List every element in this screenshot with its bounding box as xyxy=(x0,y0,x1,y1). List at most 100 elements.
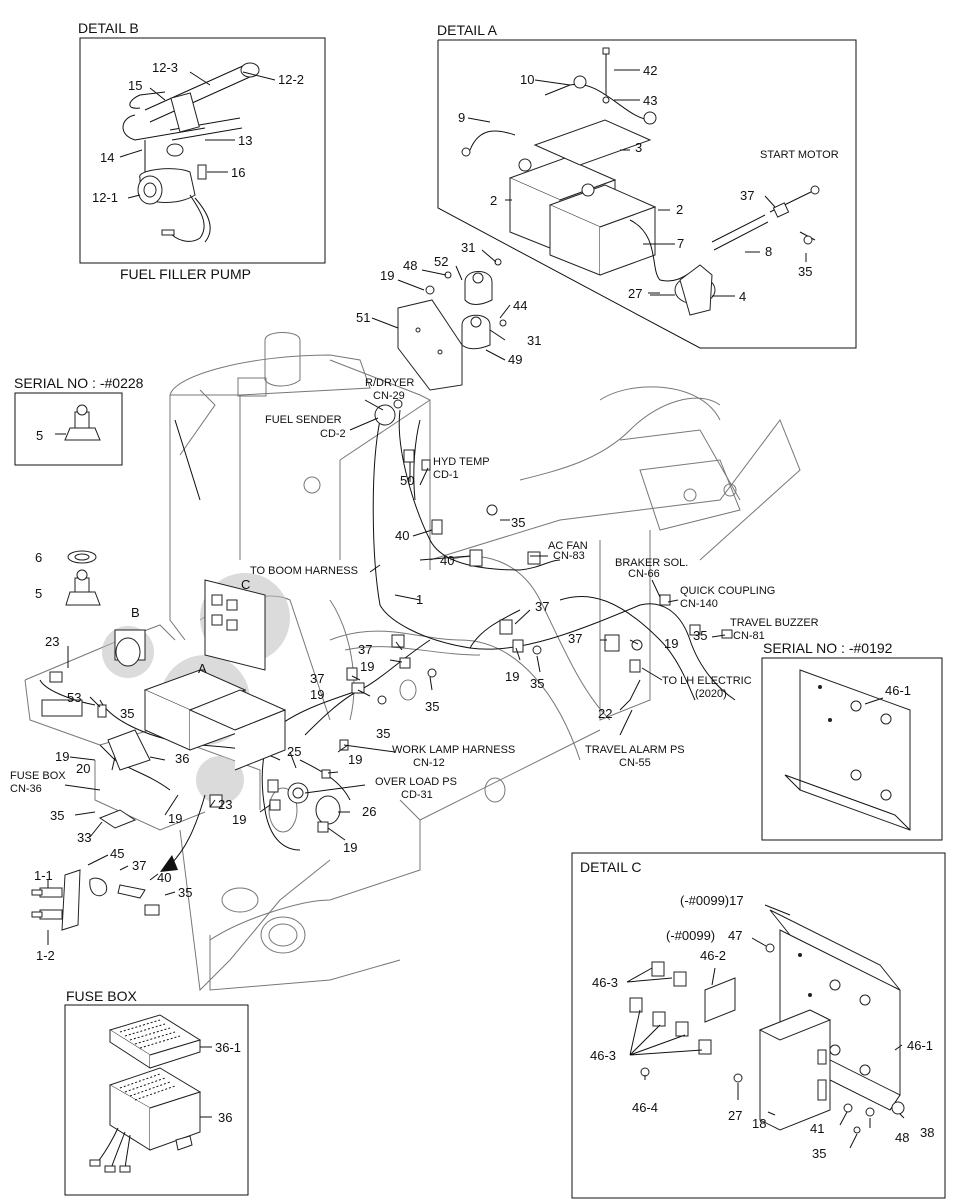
fuse-box-drawing xyxy=(89,1014,212,1173)
callout-25: 25 xyxy=(287,744,301,759)
callout-52: 52 xyxy=(434,254,448,269)
callout-37-e: 37 xyxy=(310,671,324,686)
callout-43: 43 xyxy=(643,93,657,108)
callout-19-g: 19 xyxy=(232,812,246,827)
callout-18: 18 xyxy=(752,1116,766,1131)
callout-27-c: 27 xyxy=(728,1108,742,1123)
callout-19-c: 19 xyxy=(664,636,678,651)
callout-40-c: 40 xyxy=(157,870,171,885)
detail-c-title: DETAIL C xyxy=(580,859,641,875)
callout-19-d: 19 xyxy=(505,669,519,684)
detail-c-drawing xyxy=(629,909,905,1134)
detail-c-leaders xyxy=(626,904,905,1149)
rdryer-label: R/DRYER xyxy=(365,377,414,389)
callout-33: 33 xyxy=(77,830,91,845)
callout-35-c2: 35 xyxy=(812,1146,826,1161)
detail-letter-a: A xyxy=(198,661,207,676)
callout-14: 14 xyxy=(100,150,114,165)
callout-40-a: 40 xyxy=(395,528,409,543)
detail-b-frame: DETAIL B FUEL FILLER PUMP xyxy=(78,20,326,282)
serial-0192-frame: SERIAL NO : -#0192 xyxy=(761,640,943,841)
serial-0228-title: SERIAL NO : -#0228 xyxy=(14,375,144,391)
callout-3: 3 xyxy=(635,140,642,155)
hyd-temp-code: CD-1 xyxy=(433,469,459,481)
callout-22: 22 xyxy=(598,706,612,721)
callout-31-a: 31 xyxy=(461,240,475,255)
callout-4: 4 xyxy=(739,289,746,304)
fuse-box-frame: FUSE BOX xyxy=(64,988,249,1196)
callout-c17: (-#0099)17 xyxy=(680,893,744,908)
detail-a-title: DETAIL A xyxy=(437,22,498,38)
callout-31-b: 31 xyxy=(527,333,541,348)
callout-37-a: 37 xyxy=(740,188,754,203)
hyd-temp-label: HYD TEMP xyxy=(433,456,490,468)
callout-35-e: 35 xyxy=(425,699,439,714)
relay-bracket-drawing xyxy=(397,258,507,391)
callout-20: 20 xyxy=(76,761,90,776)
callout-44: 44 xyxy=(513,298,527,313)
detail-letter-b: B xyxy=(131,605,140,620)
callout-2-left: 2 xyxy=(490,193,497,208)
callout-48-a: 48 xyxy=(403,258,417,273)
callout-40-b: 40 xyxy=(440,553,454,568)
fuel-sender-code: CD-2 xyxy=(320,428,346,440)
main-leaders xyxy=(64,399,726,841)
callout-35-i: 35 xyxy=(178,885,192,900)
callout-1: 1 xyxy=(416,592,423,607)
callout-19-a: 19 xyxy=(380,268,394,283)
to-lh-electric-label: TO LH ELECTRIC xyxy=(662,675,752,687)
callout-37-c: 37 xyxy=(358,642,372,657)
callout-c47: 47 xyxy=(728,928,742,943)
callout-19-j: 19 xyxy=(343,840,357,855)
overload-ps-label: OVER LOAD PS xyxy=(375,776,457,788)
callout-26: 26 xyxy=(362,804,376,819)
callout-35-f: 35 xyxy=(376,726,390,741)
callout-6: 6 xyxy=(35,550,42,565)
callout-23-b: 23 xyxy=(218,797,232,812)
callout-19-i: 19 xyxy=(168,811,182,826)
callout-35-g: 35 xyxy=(120,706,134,721)
callout-10: 10 xyxy=(520,72,534,87)
fuel-sender-label: FUEL SENDER xyxy=(265,414,342,426)
ac-fan-label: AC FAN xyxy=(548,540,588,552)
rdryer-code: CN-29 xyxy=(373,390,405,402)
callout-1-1: 1-1 xyxy=(34,868,53,883)
quick-coupling-code: CN-140 xyxy=(680,598,718,610)
detail-a-leaders xyxy=(467,69,807,297)
callout-46-4: 46-4 xyxy=(632,1100,658,1115)
callout-35-h: 35 xyxy=(50,808,64,823)
callout-27-a: 27 xyxy=(628,286,642,301)
callout-51: 51 xyxy=(356,310,370,325)
callout-13: 13 xyxy=(238,133,252,148)
bracket-46-1-drawing xyxy=(784,669,911,831)
main-components xyxy=(41,399,733,872)
fuse-box-cn-label: FUSE BOX xyxy=(10,770,66,782)
detail-b-title: DETAIL B xyxy=(78,20,139,36)
detail-letter-c: C xyxy=(241,577,250,592)
to-lh-electric-code: (2020) xyxy=(695,688,727,700)
callout-50: 50 xyxy=(400,473,414,488)
connector-detail-drawing xyxy=(31,854,176,945)
callout-9: 9 xyxy=(458,110,465,125)
overload-ps-code: CD-31 xyxy=(401,789,433,801)
callout-46-3-a: 46-3 xyxy=(592,975,618,990)
callout-19-b: 19 xyxy=(360,659,374,674)
callout-7: 7 xyxy=(677,236,684,251)
fuel-filler-pump-drawing xyxy=(122,62,260,243)
callout-48-c: 48 xyxy=(895,1130,909,1145)
detail-b-caption: FUEL FILLER PUMP xyxy=(120,266,251,282)
callout-12-1: 12-1 xyxy=(92,190,118,205)
relay-leaders xyxy=(371,249,511,361)
callout-35-d: 35 xyxy=(530,676,544,691)
braker-sol-label: BRAKER SOL. xyxy=(615,557,688,569)
callout-36-1: 36-1 xyxy=(215,1040,241,1055)
travel-buzzer-label: TRAVEL BUZZER xyxy=(730,617,819,629)
callout-45: 45 xyxy=(110,846,124,861)
callout-5: 5 xyxy=(35,586,42,601)
callout-12-3: 12-3 xyxy=(152,60,178,75)
callout-19-f: 19 xyxy=(55,749,69,764)
work-lamp-harness-code: CN-12 xyxy=(413,757,445,769)
callout-c47-prefix: (-#0099) xyxy=(666,928,715,943)
travel-alarm-ps-label: TRAVEL ALARM PS xyxy=(585,744,685,756)
travel-buzzer-code: CN-81 xyxy=(733,630,765,642)
